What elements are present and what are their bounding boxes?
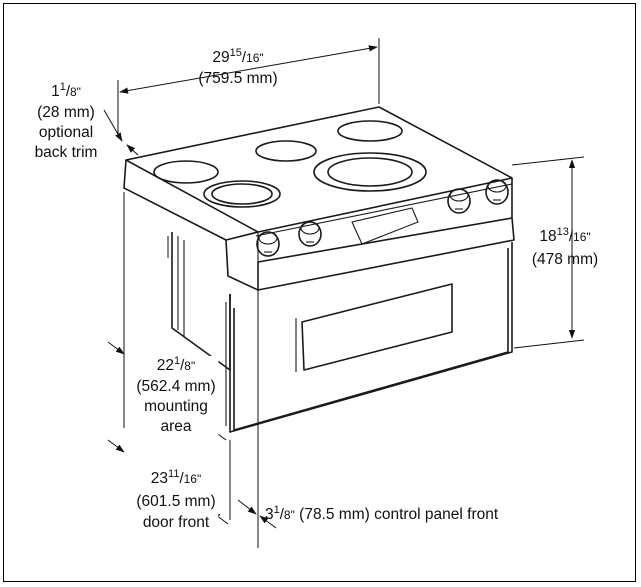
burner-back-center — [255, 140, 317, 162]
range-body — [123, 106, 515, 433]
back-trim-den: 8" — [69, 85, 81, 99]
mounting-line1: mounting — [144, 398, 208, 415]
control-den: 8" — [283, 508, 295, 522]
control-rest: (78.5 mm) control panel front — [294, 506, 499, 523]
height-whole: 18 — [539, 228, 557, 245]
mounting-line2: area — [160, 418, 192, 435]
door-whole: 23 — [150, 470, 169, 487]
mounting-area-label: 221/8" (562.4 mm) mounting area — [133, 355, 219, 437]
diagram-frame — [3, 3, 636, 582]
oven-window — [301, 283, 453, 371]
burner-front-left-inner — [211, 183, 273, 205]
door-metric: (601.5 mm) — [136, 493, 216, 510]
control-num: 1 — [273, 504, 280, 516]
width-metric: (759.5 mm) — [198, 70, 278, 87]
height-ext-bottom — [513, 339, 585, 349]
knob-4 — [485, 179, 509, 205]
back-trim-line1: optional — [38, 124, 94, 141]
door-line1: door front — [142, 514, 210, 531]
oven-door-frame — [229, 242, 513, 433]
cooktop-surface — [125, 106, 513, 233]
control-arrow-2 — [259, 515, 277, 529]
back-trim-num: 1 — [59, 81, 66, 93]
burner-front-right-outer — [313, 152, 427, 192]
knob-1 — [256, 231, 280, 257]
burner-back-right — [337, 120, 403, 142]
back-trim-whole: 1 — [51, 83, 60, 100]
mounting-metric: (562.4 mm) — [136, 378, 216, 395]
width-dim-line — [119, 45, 378, 94]
height-num: 13 — [556, 226, 569, 238]
width-den: 16" — [246, 51, 264, 65]
cooktop-left-edge — [123, 159, 259, 241]
burner-back-left — [153, 160, 219, 184]
burners — [153, 120, 427, 208]
control-panel-front — [257, 217, 515, 291]
dimension-lines — [103, 38, 585, 548]
back-trim-arrow-1 — [103, 109, 123, 142]
mounting-num: 1 — [174, 355, 181, 367]
burner-front-left-outer — [203, 180, 281, 208]
back-trim-line2: back trim — [34, 144, 98, 161]
height-label: 1813/16" (478 mm) — [531, 226, 599, 268]
mounting-arrow-left — [107, 341, 125, 355]
control-panel-left — [225, 239, 259, 291]
door-num: 11 — [168, 468, 180, 480]
height-metric: (478 mm) — [531, 251, 599, 268]
oven-door — [233, 248, 509, 431]
width-whole: 29 — [212, 49, 230, 66]
control-arrow-1 — [237, 499, 257, 515]
door-den: 16" — [183, 472, 202, 486]
display-window — [351, 207, 419, 245]
height-den: 16" — [573, 230, 591, 244]
width-num: 15 — [229, 47, 242, 59]
back-trim-label: 11/8" (28 mm) optional back trim — [34, 81, 98, 161]
door-arrow-left — [107, 439, 125, 453]
back-trim-arrow-2 — [126, 144, 139, 156]
knob-2 — [298, 221, 322, 247]
mounting-den: 8" — [184, 359, 196, 373]
door-front-label: 2311/16" (601.5 mm) door front — [133, 468, 219, 533]
height-ext-top — [511, 156, 585, 166]
burner-front-right-inner — [327, 157, 413, 187]
back-trim-metric: (28 mm) — [37, 104, 95, 121]
oven-side — [171, 232, 231, 371]
control-knobs — [256, 179, 509, 257]
control-whole: 3 — [265, 506, 274, 523]
width-label: 2915/16" (759.5 mm) — [198, 47, 278, 87]
mounting-whole: 22 — [156, 357, 174, 374]
knob-3 — [447, 188, 471, 214]
control-panel-label: 31/8" (78.5 mm) control panel front — [265, 504, 499, 523]
